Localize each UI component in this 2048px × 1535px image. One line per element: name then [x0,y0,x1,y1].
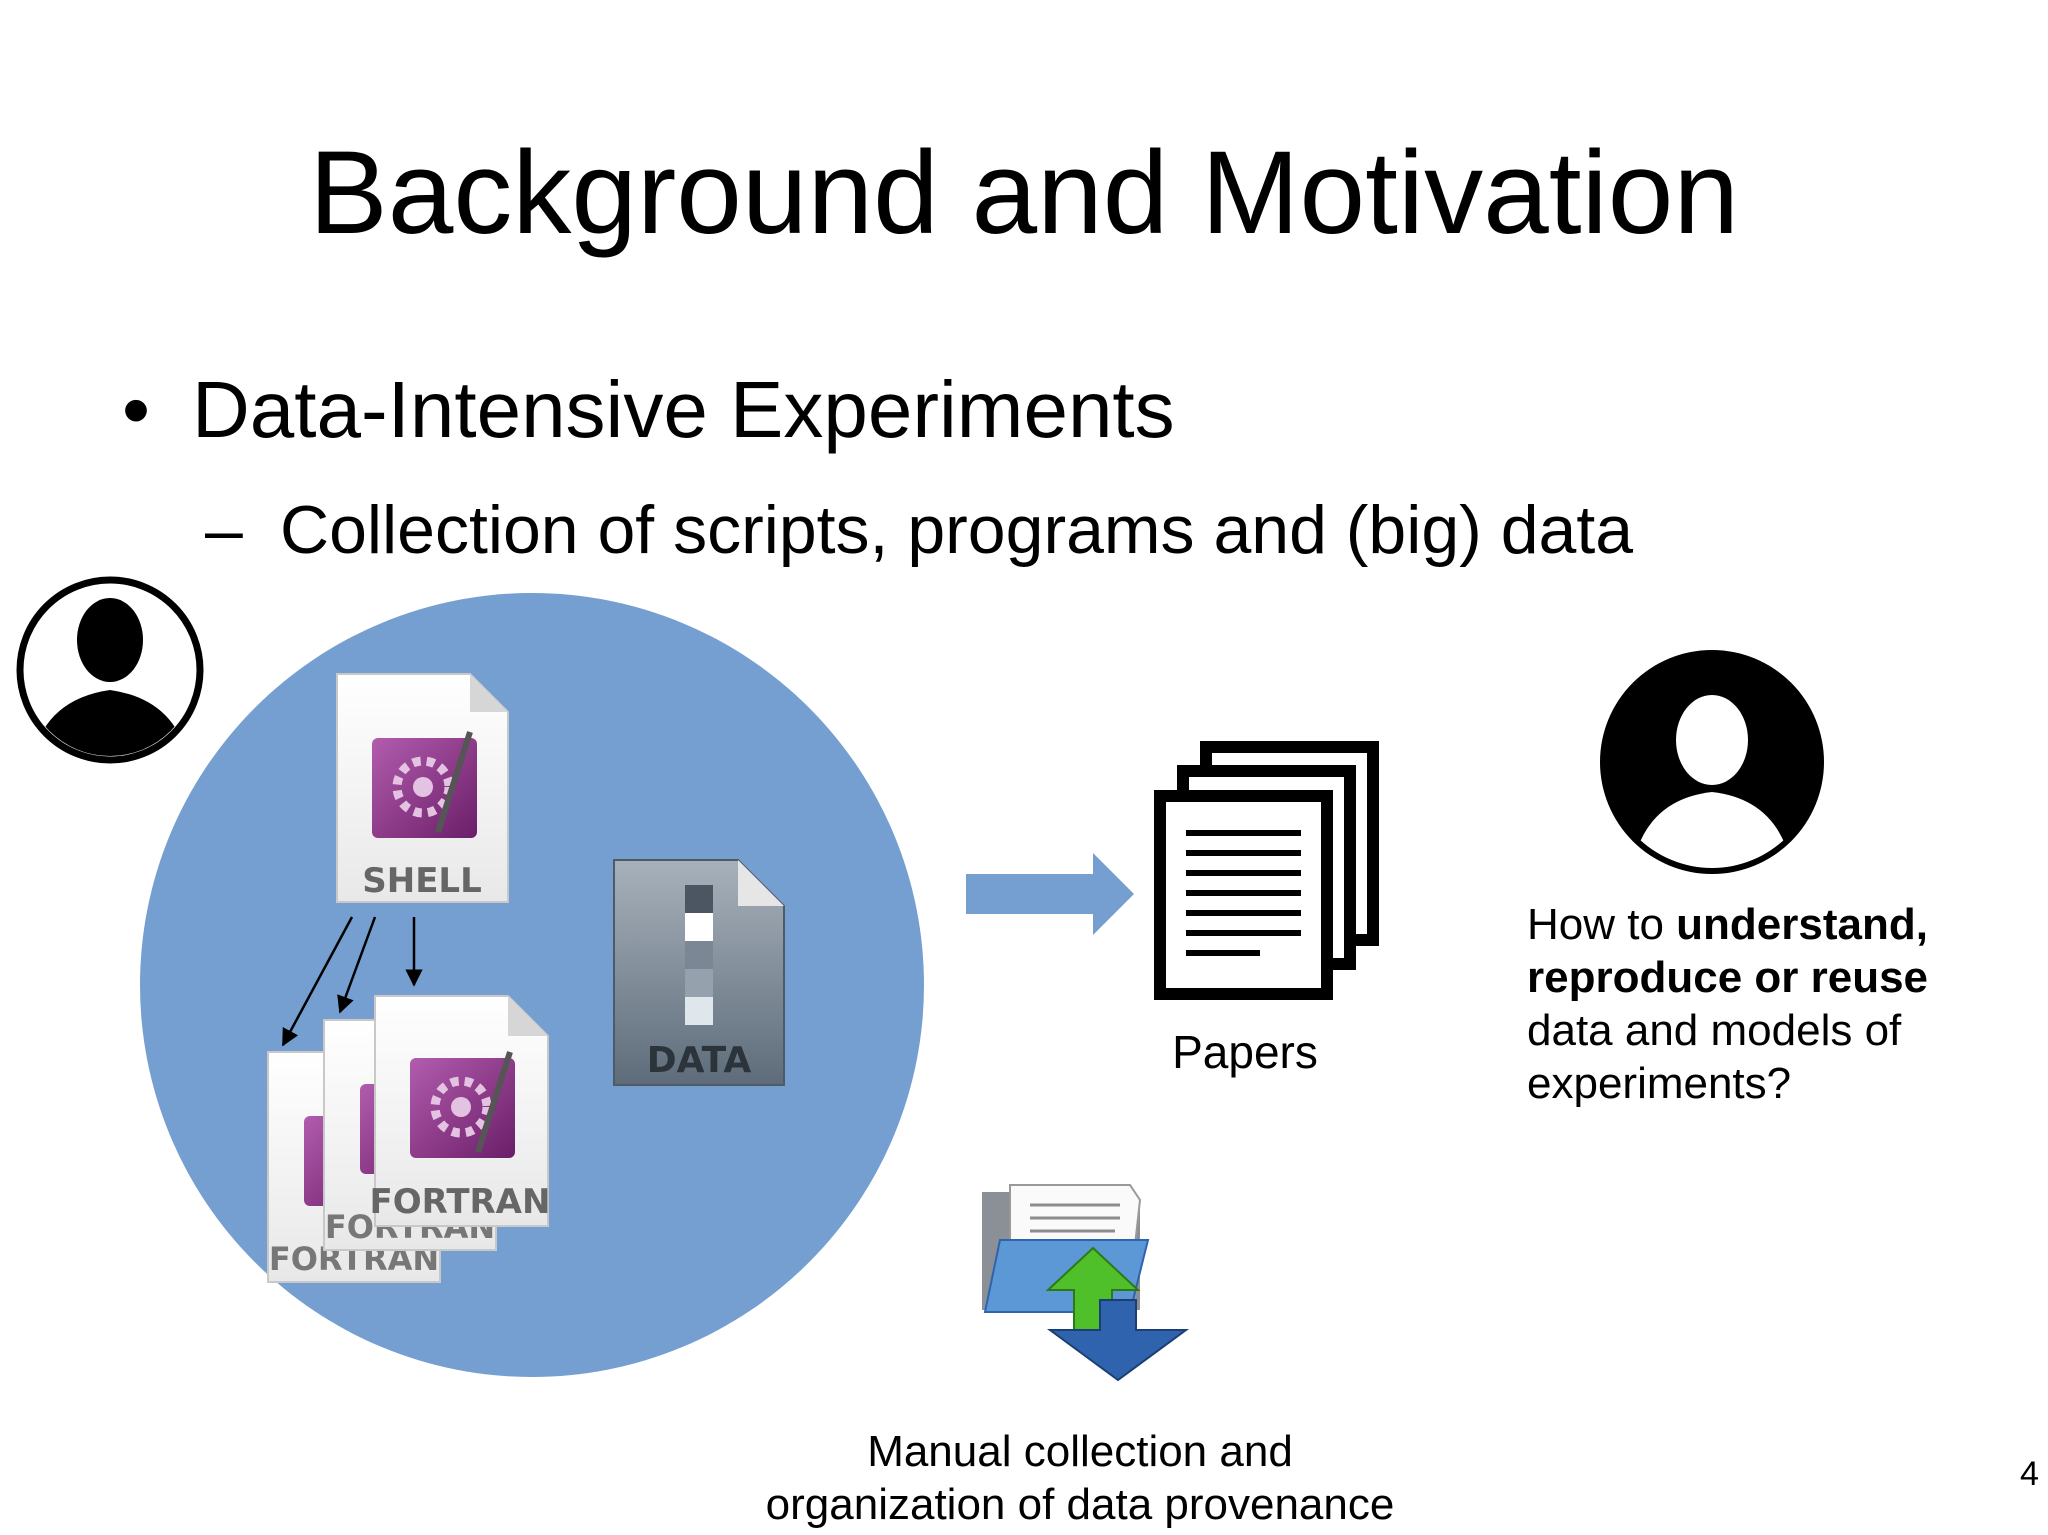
bullet-2-text: Collection of scripts, programs and (big… [280,492,1634,568]
experiment-circle [140,593,924,1377]
bullet-marker: • [122,365,151,454]
shell-script-file-icon: SHELL [336,673,509,903]
question-emphasis: understand, reproduce or reuse [1527,900,1929,1002]
folder-transfer-icon [982,1184,1190,1382]
bullet-level-2: –Collection of scripts, programs and (bi… [205,485,1633,575]
page-number: 4 [2020,1455,2039,1493]
fortran-label: FORTRAN [370,1182,551,1222]
data-label: DATA [647,1040,752,1081]
caption-line-1: Manual collection and [867,1427,1293,1476]
researcher-avatar-icon [16,576,204,764]
question-prefix: How to [1527,900,1677,949]
question-text: How to understand, reproduce or reuse da… [1527,898,2007,1110]
question-suffix: data and models of experiments? [1527,1006,1902,1108]
bullet-level-1: • Data-Intensive Experiments [122,360,1175,460]
right-arrow-icon [966,853,1134,935]
slide-title: Background and Motivation [308,127,1739,259]
bullet-1-text: Data-Intensive Experiments [192,365,1175,454]
papers-label: Papers [1172,1026,1318,1078]
reader-avatar-icon [1600,650,1824,874]
manual-collection-caption: Manual collection and organization of da… [700,1425,1460,1531]
data-file-icon: DATA [613,859,785,1086]
papers-icon [1154,741,1379,1000]
fortran-file-icon: FORTRAN [370,995,551,1227]
dependency-arrows [281,916,423,1047]
caption-line-2: organization of data provenance [765,1480,1395,1529]
shell-label: SHELL [362,861,482,901]
sub-bullet-marker: – [205,492,243,568]
